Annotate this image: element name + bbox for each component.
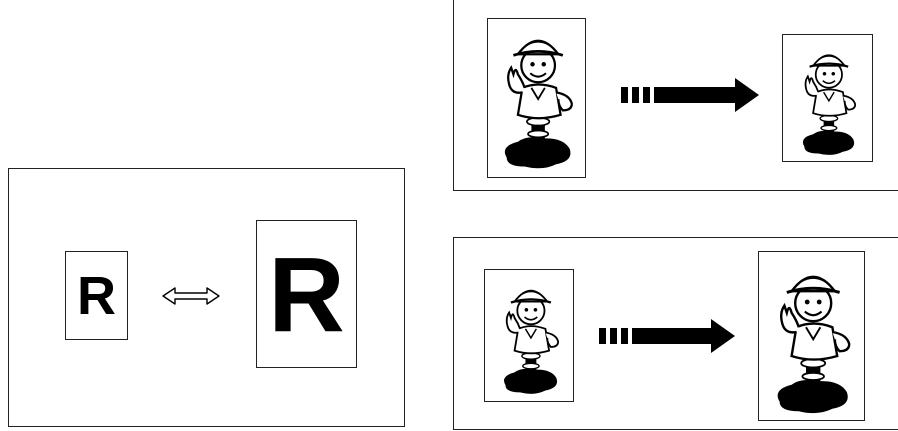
large-enlarged-page: R <box>256 220 357 368</box>
cartoon-character-icon <box>496 278 564 396</box>
enlarge-copy-page <box>758 251 865 421</box>
cartoon-character-icon <box>795 43 861 157</box>
dashed-right-arrow-icon <box>599 319 737 353</box>
reduce-panel <box>453 0 898 191</box>
reduce-copy-page <box>782 34 873 162</box>
cartoon-character-icon <box>767 260 857 416</box>
reduce-original-page <box>487 18 586 178</box>
enlarge-original-page <box>484 269 574 402</box>
dashed-right-arrow-icon <box>621 78 761 112</box>
letter-scaling-panel: R R <box>8 168 405 427</box>
enlarge-panel <box>453 237 898 430</box>
cartoon-character-icon <box>495 25 579 171</box>
double-headed-arrow-icon <box>161 286 221 306</box>
large-letter: R <box>257 239 356 351</box>
small-letter: R <box>66 266 127 326</box>
small-original-page: R <box>65 251 128 340</box>
